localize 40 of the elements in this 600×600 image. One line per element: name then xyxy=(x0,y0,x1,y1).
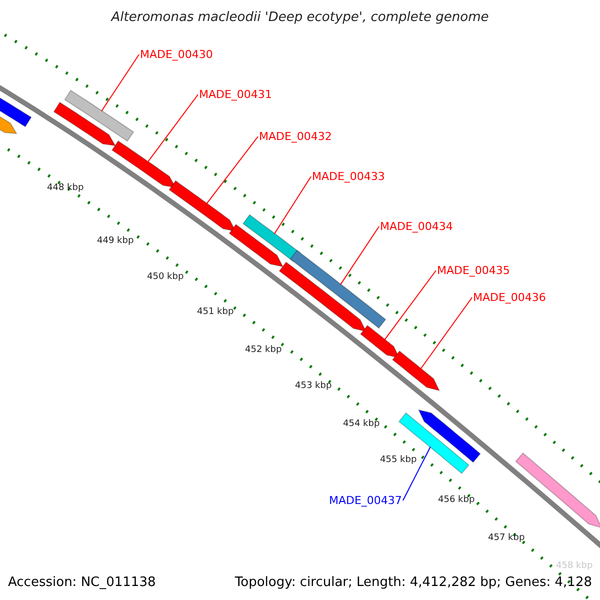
scale-label: 456 kbp xyxy=(438,496,475,505)
leader-line xyxy=(147,94,198,162)
scale-label: 454 kbp xyxy=(343,420,380,429)
gene-block xyxy=(418,409,481,463)
scale-label: 451 kbp xyxy=(197,308,234,317)
leader-line xyxy=(274,176,312,234)
gene-label: MADE_00435 xyxy=(437,265,510,276)
accession-text: Accession: NC_011138 xyxy=(8,576,156,589)
scale-label: 452 kbp xyxy=(245,346,282,355)
scale-label: 449 kbp xyxy=(97,237,134,246)
gene-block xyxy=(228,224,284,268)
scale-label: 448 kbp xyxy=(47,184,84,193)
scale-label: 457 kbp xyxy=(488,534,525,543)
gene-label: MADE_00431 xyxy=(199,89,272,100)
leader-line xyxy=(206,136,258,204)
title: Alteromonas macleodii 'Deep ecotype', complete genome xyxy=(110,11,490,24)
leader-line xyxy=(402,446,431,501)
gene-label: MADE_00434 xyxy=(380,221,453,232)
gene-label: MADE_00437 xyxy=(329,495,402,506)
gene-block xyxy=(53,102,116,146)
gene-block xyxy=(360,324,400,359)
leader-line xyxy=(340,226,380,286)
gene-label: MADE_00430 xyxy=(140,49,213,60)
scale-label: 450 kbp xyxy=(147,273,184,282)
gene-block xyxy=(392,350,440,392)
gene-label: MADE_00432 xyxy=(259,131,332,142)
gene-block xyxy=(278,262,367,332)
scale-label: 453 kbp xyxy=(295,382,332,391)
leader-line xyxy=(101,54,140,112)
gene-block xyxy=(398,412,470,474)
gene-block xyxy=(64,90,134,142)
gene-block xyxy=(290,250,386,329)
genome-info-text: Topology: circular; Length: 4,412,282 bp; Genes: 4,128 xyxy=(234,576,592,589)
scale-label: 455 kbp xyxy=(380,456,417,465)
gene-block xyxy=(515,452,600,528)
gene-label: MADE_00433 xyxy=(312,171,385,182)
gene-block xyxy=(111,140,176,188)
gene-label: MADE_00436 xyxy=(473,292,546,303)
leader-line xyxy=(384,270,436,340)
leader-line xyxy=(420,297,472,370)
